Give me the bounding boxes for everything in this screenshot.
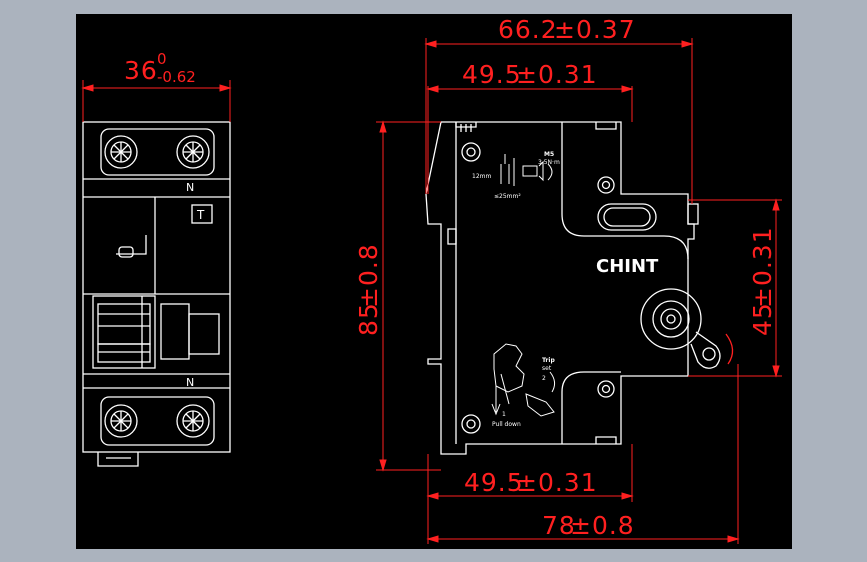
bottom-body-width-tol: ±0.31 bbox=[516, 468, 598, 497]
terminal-screw-icon bbox=[176, 404, 210, 438]
front-width-value: 36 bbox=[124, 56, 158, 85]
terminal-label-bottom: N bbox=[186, 376, 194, 389]
front-width-tol-lower: -0.62 bbox=[157, 68, 196, 86]
side-view bbox=[425, 121, 734, 455]
cad-viewport: N T N 36 0 -0.62 bbox=[76, 14, 792, 549]
mounting-screw-icon bbox=[597, 176, 615, 194]
drawing-canvas: N T N 36 0 -0.62 bbox=[81, 15, 782, 544]
side-body-outline bbox=[425, 121, 695, 455]
brand-logo: CHINT bbox=[596, 256, 659, 277]
side-rail-height-tol: ±0.31 bbox=[748, 226, 777, 308]
screw-size: M5 bbox=[544, 151, 554, 158]
rotary-handle-icon bbox=[640, 288, 721, 369]
side-body-width-tol: ±0.31 bbox=[516, 60, 598, 89]
test-button-label: T bbox=[196, 208, 205, 222]
terminal-screw-icon bbox=[176, 135, 210, 169]
side-body-width-value: 49.5 bbox=[462, 60, 522, 89]
terminal-screw-icon bbox=[104, 404, 138, 438]
side-rail-height-value: 45 bbox=[748, 302, 777, 336]
mounting-screw-icon bbox=[461, 414, 481, 434]
bottom-total-width-tol: ±0.8 bbox=[570, 511, 635, 540]
wire-strip-length: 12mm bbox=[472, 173, 491, 180]
pull-step: 1 bbox=[502, 411, 506, 418]
wire-section: ≤25mm² bbox=[494, 193, 521, 200]
mounting-screw-icon bbox=[597, 380, 615, 398]
trip-schematic-icon bbox=[491, 343, 556, 417]
side-total-width-value: 66.2 bbox=[498, 15, 558, 44]
slot bbox=[597, 203, 657, 231]
bottom-total-width-value: 78 bbox=[542, 511, 576, 540]
wire-strip-icon bbox=[500, 154, 553, 186]
bottom-body-width-value: 49.5 bbox=[464, 468, 524, 497]
trip-step: 2 bbox=[542, 375, 546, 382]
mounting-screw-icon bbox=[461, 142, 481, 162]
test-button-frame bbox=[191, 204, 213, 224]
side-height-value: 85 bbox=[354, 302, 383, 336]
side-height-tol: ±0.8 bbox=[354, 243, 383, 308]
front-body-outline bbox=[82, 121, 231, 453]
front-view bbox=[82, 121, 231, 467]
reset-label: set bbox=[542, 365, 552, 372]
side-total-width-tol: ±0.37 bbox=[554, 15, 636, 44]
front-width-tol-upper: 0 bbox=[157, 50, 167, 68]
dim-lines bbox=[376, 38, 782, 544]
toggle-handle bbox=[97, 343, 151, 363]
trip-label: Trip bbox=[542, 357, 555, 364]
terminal-label-top: N bbox=[186, 181, 194, 194]
pull-label: Pull down bbox=[492, 421, 521, 428]
terminal-screw-icon bbox=[104, 135, 138, 169]
torque-value: 3.5N·m bbox=[538, 159, 560, 166]
dim-front-width bbox=[81, 80, 232, 122]
